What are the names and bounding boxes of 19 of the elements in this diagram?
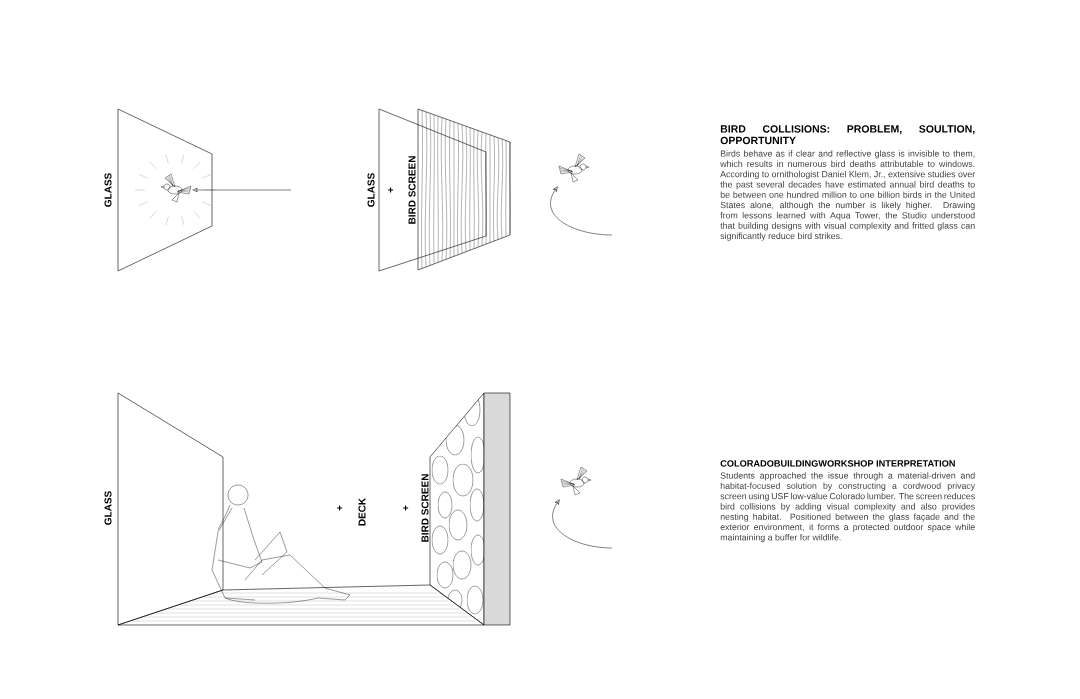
arrow — [550, 186, 613, 236]
heading: BIRD COLLISIONS: PROBLEM, SOULTION, OPPORTUNITY — [720, 125, 975, 145]
vertical-label: BIRD SCREEN — [421, 474, 429, 542]
vertical-label: GLASS — [104, 173, 112, 207]
bird-drawing — [558, 153, 590, 183]
arrow — [192, 187, 292, 193]
paragraph: Birds behave as if clear and reflective glass is invisible to them, which results in numerous bird deaths attributable to windows. According to ornithologist Daniel Klem, Jr., extensive studies over the past several decades have estimated annual bird deaths to be between one hundred million to one billion birds in the United States alone, although the number is likely higher. Drawing from lessons learned with Aqua Tower, the Studio understood that building designs with visual complexity and fritted glass can significantly reduce bird strikes. — [720, 150, 975, 241]
vertical-label: BIRD SCREEN — [408, 156, 416, 224]
vertical-label: GLASS — [367, 173, 375, 207]
plus-sign: + — [403, 505, 409, 511]
vertical-label: GLASS — [104, 491, 112, 525]
heading: COLORADOBUILDINGWORKSHOP INTERPRETATION — [720, 460, 955, 467]
vertical-label: DECK — [358, 497, 366, 526]
arrow — [552, 499, 613, 549]
bird-drawing — [160, 173, 192, 203]
plus-sign: + — [337, 505, 343, 511]
plus-sign: + — [388, 187, 394, 193]
bird-drawing — [560, 466, 592, 496]
paragraph: Students approached the issue through a material-driven and habitat-focused solution by constructing a cordwood privacy screen using USF low-value Colorado lumber. The screen reduces bird collisions by adding visual complexity and also provides nesting habitat. Positioned between the glass façade and the exterior environment, it forms a protected outdoor space while maintaining a buffer for wildlife. — [720, 472, 976, 543]
